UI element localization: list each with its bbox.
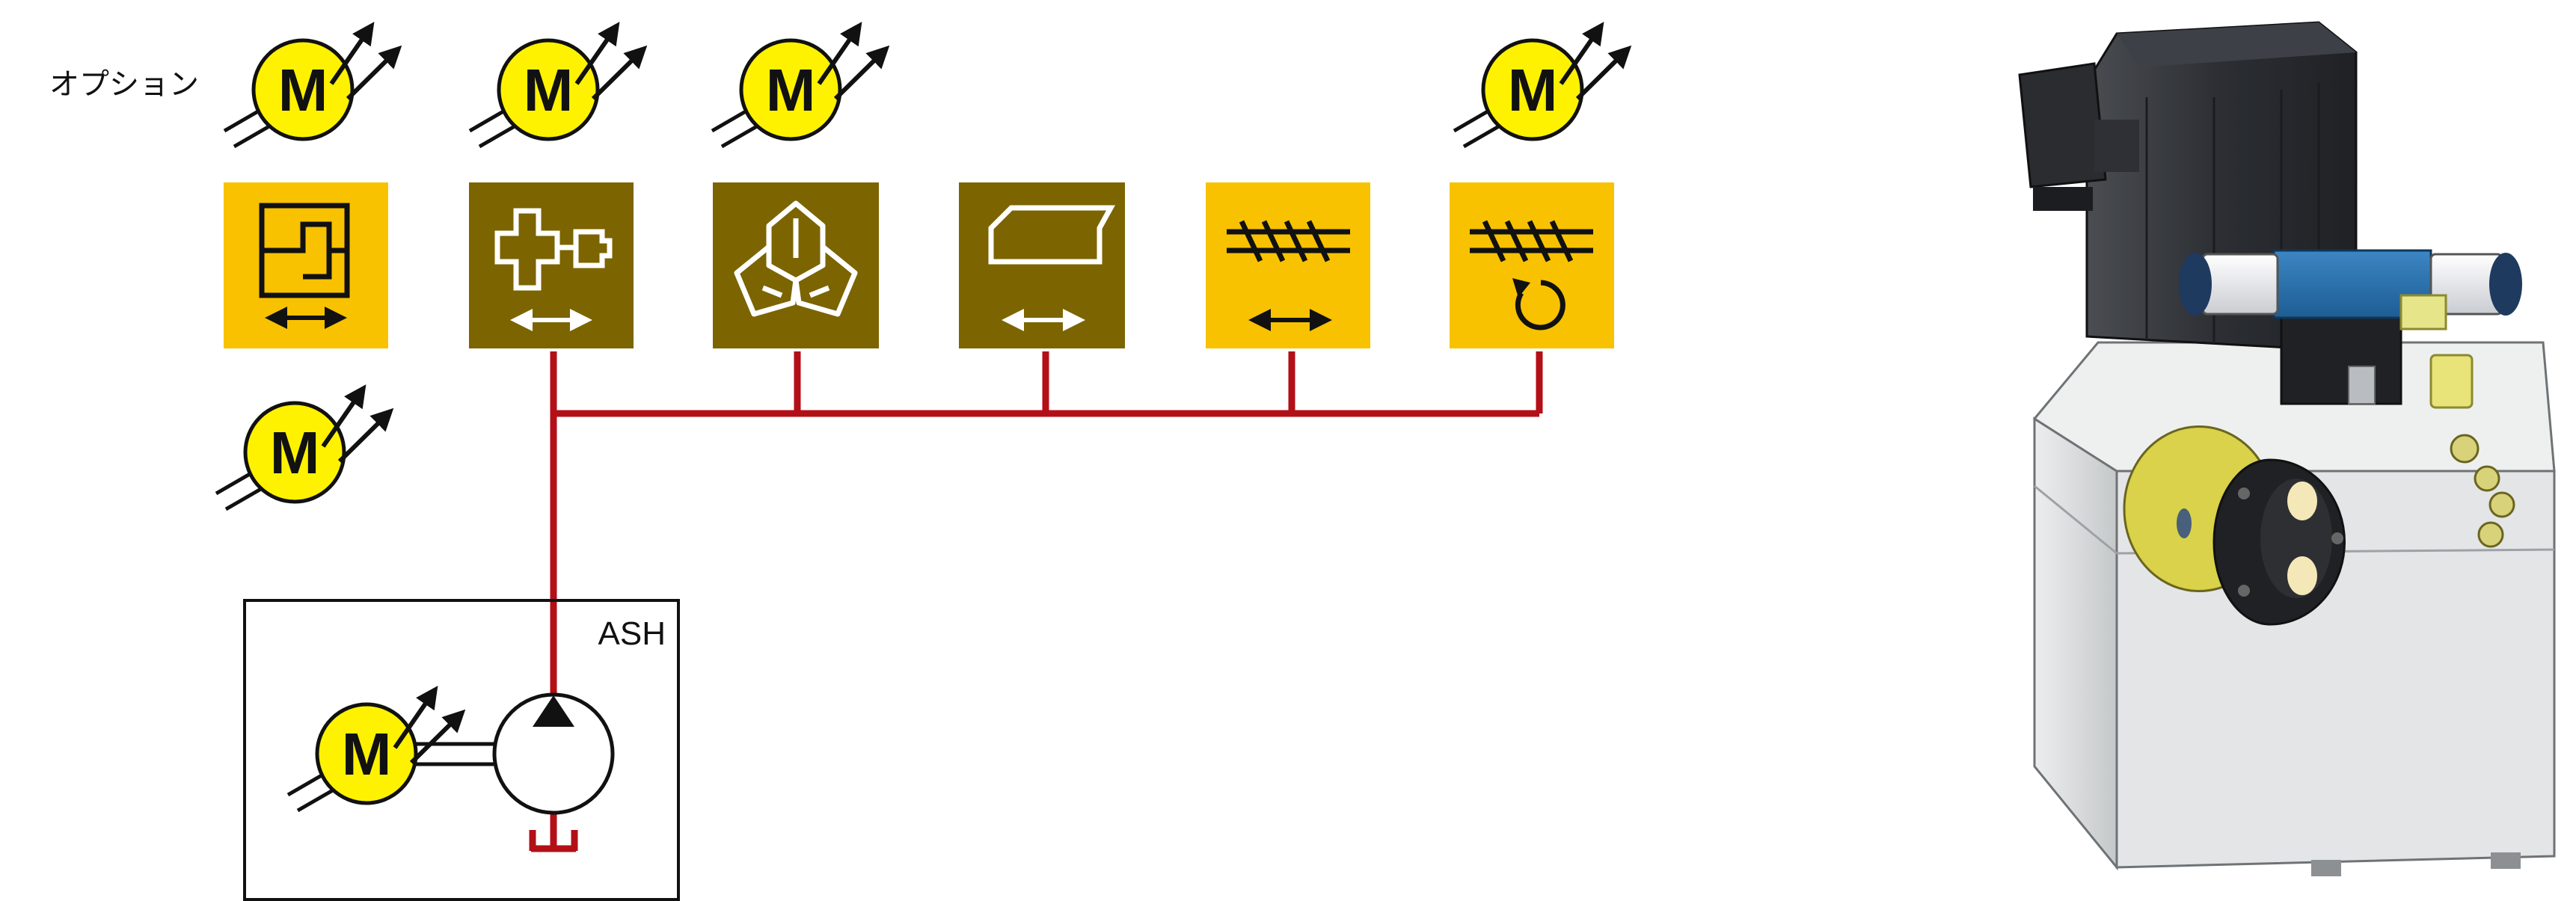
function-tile-screw-linear [1206,182,1370,348]
function-tile-nozzle [959,182,1125,348]
motor-symbol: M [711,22,890,149]
motor-symbol: M [1453,22,1632,149]
svg-text:M: M [524,57,574,123]
function-tile-injection [469,182,634,348]
screw-icon [1227,220,1350,262]
svg-text:M: M [766,57,816,123]
optional-motors: M M M M [215,22,1632,511]
hydraulic-pump-symbol [492,692,615,815]
svg-text:M: M [1508,57,1558,123]
valve-gate-icon [259,203,350,298]
hydraulic-power-unit-image [2018,21,2576,876]
coupling-shaft [416,742,494,766]
motor-symbol: M [215,384,394,511]
motor-symbol: M [223,22,402,149]
svg-text:M: M [278,57,328,123]
svg-text:M: M [270,419,320,486]
motor-symbol: M [286,686,466,813]
ash-unit: ASH M [243,599,680,901]
function-tile-screw-rotary [1450,182,1614,348]
hydraulic-lines [529,351,1543,852]
ash-label: ASH [598,615,666,652]
function-tile-core-pull [713,182,879,348]
function-tile-valve-gate [224,182,388,348]
injection-unit-icon [494,208,613,291]
nozzle-icon [988,205,1115,265]
motor-symbol: M [468,22,648,149]
svg-text:M: M [342,721,392,787]
screw-icon [1470,220,1593,262]
option-label: オプション [49,68,199,101]
core-pull-icon [734,200,858,317]
rotary-motion-icon [1512,278,1565,330]
